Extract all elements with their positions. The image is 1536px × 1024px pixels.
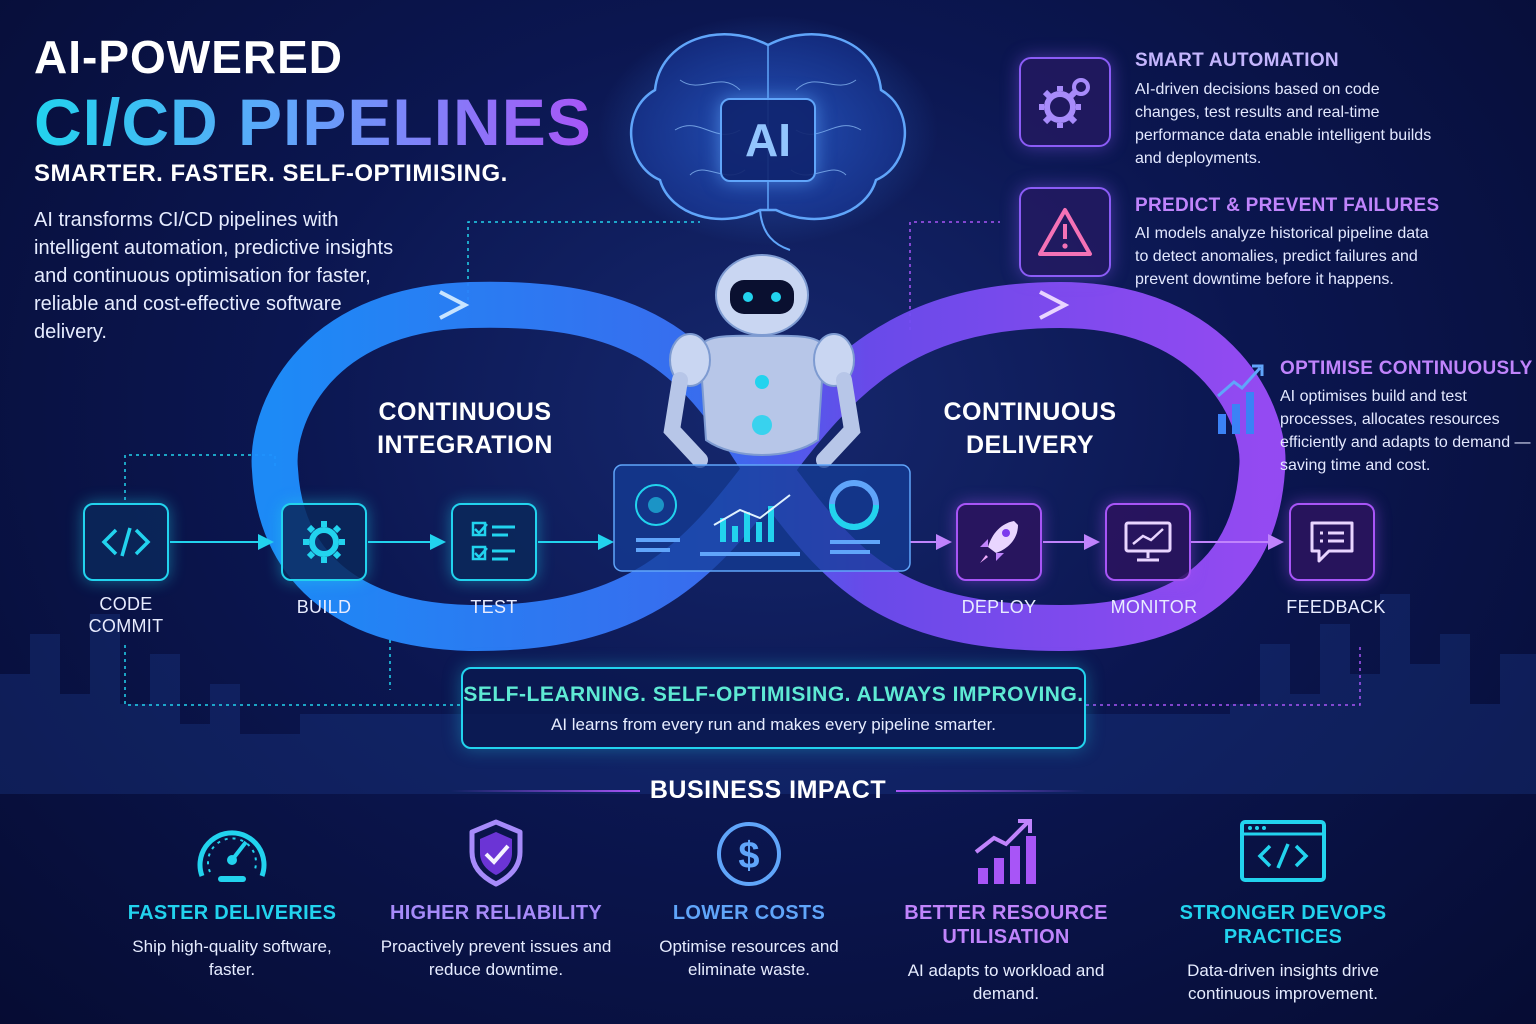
growth-chart-icon: [1217, 364, 1264, 434]
impact-title: FASTER DELIVERIES: [127, 902, 337, 924]
predict-failures-title: PREDICT & PREVENT FAILURES: [1135, 195, 1440, 216]
feedback-node: [1289, 503, 1375, 581]
impact-title: BETTER RESOURCE UTILISATION: [904, 902, 1108, 948]
ai-badge: AI: [720, 98, 816, 182]
continuous-integration-label: CONTINUOUS INTEGRATION: [377, 398, 553, 459]
impact-text: Ship high-quality software, faster.: [132, 937, 332, 979]
self-learning-banner: SELF-LEARNING. SELF-OPTIMISING. ALWAYS I…: [461, 667, 1086, 749]
speedometer-icon: [197, 830, 267, 882]
continuous-delivery-label: CONTINUOUS DELIVERY: [943, 398, 1117, 459]
deploy-label: DEPLOY: [961, 597, 1037, 617]
title-line-1: AI-POWERED: [34, 31, 343, 83]
impact-text: Proactively prevent issues and reduce do…: [380, 937, 612, 979]
build-node: [281, 503, 367, 581]
impact-divider-right: [896, 790, 1086, 792]
optimise-continuously-text: AI optimises build and test processes, a…: [1280, 388, 1531, 474]
impact-stronger-devops: STRONGER DEVOPS PRACTICES Data-driven in…: [1163, 818, 1403, 1005]
svg-text:$: $: [738, 835, 759, 877]
smart-automation-icon-box: [1019, 57, 1111, 147]
deploy-node: [956, 503, 1042, 581]
analytics-console: [613, 464, 911, 572]
predict-failures-text: AI models analyze historical pipeline da…: [1135, 225, 1429, 288]
rocket-icon: [980, 521, 1018, 563]
bar-chart-icon: [974, 819, 1036, 884]
monitor-node: [1105, 503, 1191, 581]
optimise-continuously-title: OPTIMISE CONTINUOUSLY: [1280, 358, 1533, 379]
shield-check-icon: [469, 819, 523, 887]
impact-faster-deliveries: FASTER DELIVERIES Ship high-quality soft…: [112, 818, 352, 981]
chat-bubble-icon: [1310, 521, 1354, 563]
banner-subtitle: AI learns from every run and makes every…: [550, 715, 997, 734]
code-commit-label: CODE COMMIT: [88, 594, 164, 636]
test-label: TEST: [470, 597, 518, 617]
intro-paragraph: AI transforms CI/CD pipelines with intel…: [34, 209, 394, 343]
business-impact-heading: BUSINESS IMPACT: [649, 776, 887, 804]
code-brackets-icon: [101, 527, 151, 557]
city-skyline-background: [0, 594, 1536, 794]
test-node: [451, 503, 537, 581]
checklist-icon: [471, 521, 515, 561]
code-commit-node: [83, 503, 169, 581]
impact-title: LOWER COSTS: [672, 902, 826, 924]
impact-divider-left: [450, 790, 640, 792]
feedback-label: FEEDBACK: [1286, 597, 1386, 617]
banner-title: SELF-LEARNING. SELF-OPTIMISING. ALWAYS I…: [463, 683, 1084, 706]
impact-text: Data-driven insights drive continuous im…: [1187, 961, 1379, 1003]
monitor-label: MONITOR: [1110, 597, 1198, 617]
impact-title: STRONGER DEVOPS PRACTICES: [1179, 902, 1387, 948]
impact-text: AI adapts to workload and demand.: [907, 961, 1105, 1003]
build-label: BUILD: [296, 597, 352, 617]
smart-automation-title: SMART AUTOMATION: [1135, 50, 1339, 71]
ai-badge-text: AI: [745, 114, 791, 166]
impact-title: HIGHER RELIABILITY: [389, 902, 603, 924]
impact-lower-costs: $ LOWER COSTS Optimise resources and eli…: [629, 818, 869, 981]
impact-higher-reliability: HIGHER RELIABILITY Proactively prevent i…: [376, 818, 616, 981]
gear-icon: [303, 521, 345, 563]
monitor-icon: [1124, 521, 1172, 562]
warning-icon: [1038, 208, 1092, 256]
smart-automation-text: AI-driven decisions based on code change…: [1135, 81, 1432, 167]
gears-icon: [1039, 78, 1090, 128]
robot-illustration: [663, 254, 861, 468]
dollar-icon: $: [717, 822, 781, 886]
tagline: SMARTER. FASTER. SELF-OPTIMISING.: [34, 160, 508, 187]
predict-failures-icon-box: [1019, 187, 1111, 277]
impact-text: Optimise resources and eliminate waste.: [659, 937, 839, 979]
code-window-icon: [1240, 820, 1326, 882]
impact-better-resource-utilisation: BETTER RESOURCE UTILISATION AI adapts to…: [886, 818, 1126, 1005]
title-line-2: CI/CD PIPELINES: [34, 85, 592, 159]
